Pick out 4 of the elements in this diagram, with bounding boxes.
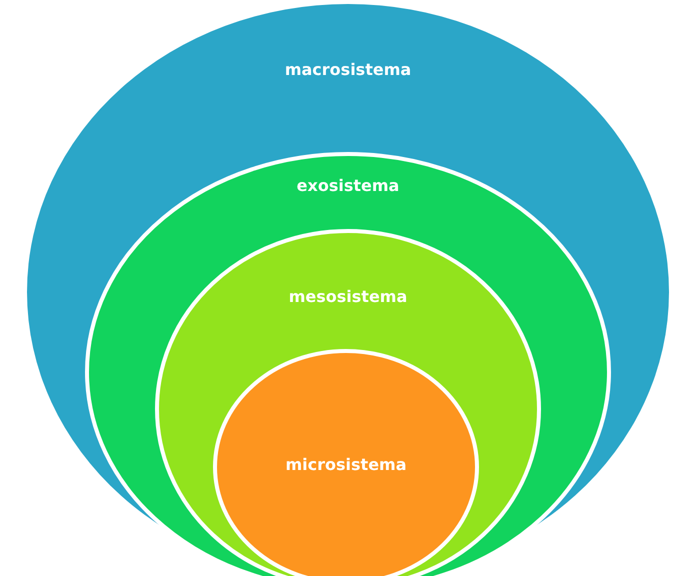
ring-label: microsistema bbox=[285, 455, 407, 475]
ring-label: mesosistema bbox=[288, 287, 408, 307]
ring-label: exosistema bbox=[296, 176, 400, 196]
ring-label: macrosistema bbox=[284, 60, 412, 80]
